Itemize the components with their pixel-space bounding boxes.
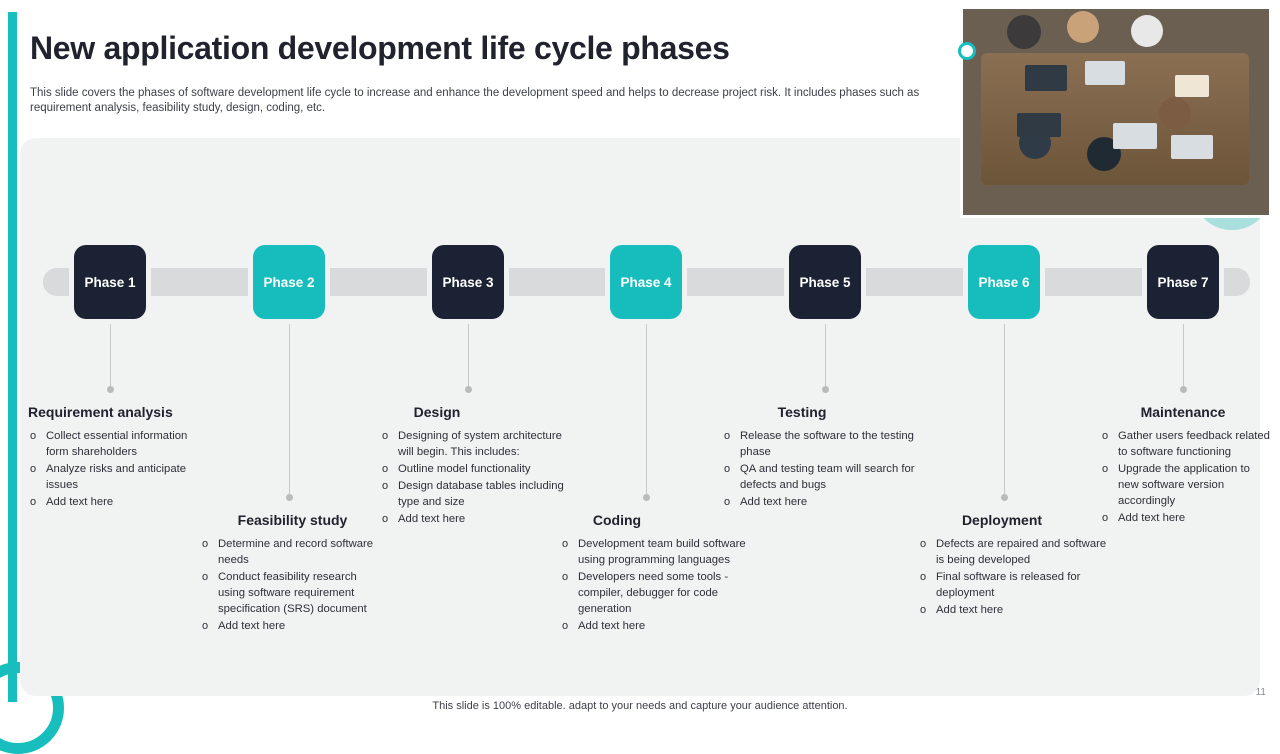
list-item: Add text here	[918, 602, 1108, 618]
phase-badge-5[interactable]: Phase 5	[789, 245, 861, 319]
block-deployment: Deployment Defects are repaired and soft…	[918, 512, 1108, 619]
block-feasibility-study: Feasibility study Determine and record s…	[200, 512, 385, 635]
phase-label-1: Phase 1	[84, 274, 136, 290]
phase-label-4: Phase 4	[620, 274, 672, 290]
phase-badge-7[interactable]: Phase 7	[1147, 245, 1219, 319]
block-testing: Testing Release the software to the test…	[722, 404, 928, 511]
list-item: Add text here	[380, 511, 566, 527]
connector-dot-2	[286, 494, 293, 501]
photo-laptop-1	[1025, 65, 1067, 91]
block-design: Design Designing of system architecture …	[380, 404, 566, 528]
left-accent-bar	[8, 12, 17, 702]
slide-root: New application development life cycle p…	[0, 0, 1280, 720]
page-title: New application development life cycle p…	[30, 30, 730, 66]
block-heading-5: Testing	[777, 404, 827, 420]
connector-dot-7	[1180, 386, 1187, 393]
connector-dot-4	[643, 494, 650, 501]
list-item: Final software is released for deploymen…	[918, 569, 1108, 601]
block-list-7: Gather users feedback related to softwar…	[1100, 428, 1270, 526]
list-item: QA and testing team will search for defe…	[722, 461, 928, 493]
phase-badge-1[interactable]: Phase 1	[74, 245, 146, 319]
block-maintenance: Maintenance Gather users feedback relate…	[1100, 404, 1270, 527]
phase-label-5: Phase 5	[799, 274, 851, 290]
list-item: Conduct feasibility research using softw…	[200, 569, 385, 617]
block-coding: Coding Development team build software u…	[560, 512, 746, 635]
connector-line-4	[646, 318, 647, 496]
photo-laptop-2	[1085, 61, 1125, 85]
block-heading-7: Maintenance	[1140, 404, 1226, 420]
photo-person-2	[1067, 11, 1099, 43]
block-heading-6: Deployment	[961, 512, 1043, 528]
footer-note: This slide is 100% editable. adapt to yo…	[432, 700, 848, 712]
connector-line-2	[289, 318, 290, 496]
photo-laptop-5	[1171, 135, 1213, 159]
block-heading-3: Design	[413, 404, 461, 420]
block-list-4: Development team build software using pr…	[560, 536, 746, 634]
photo-laptop-4	[1113, 123, 1157, 149]
list-item: Add text here	[560, 618, 746, 634]
block-heading-4: Coding	[592, 512, 642, 528]
block-list-1: Collect essential information form share…	[28, 428, 208, 510]
connector-line-3	[468, 318, 469, 388]
list-item: Outline model functionality	[380, 461, 566, 477]
list-item: Upgrade the application to new software …	[1100, 461, 1270, 509]
connector-dot-1	[107, 386, 114, 393]
phase-label-2: Phase 2	[263, 274, 315, 290]
block-list-5: Release the software to the testing phas…	[722, 428, 928, 510]
phase-badge-3[interactable]: Phase 3	[432, 245, 504, 319]
connector-line-1	[110, 318, 111, 388]
page-subtitle: This slide covers the phases of software…	[30, 87, 920, 114]
photo-laptop-3	[1017, 113, 1061, 137]
list-item: Development team build software using pr…	[560, 536, 746, 568]
connector-line-5	[825, 318, 826, 388]
phase-label-6: Phase 6	[978, 274, 1030, 290]
list-item: Add text here	[1100, 510, 1270, 526]
connector-dot-6	[1001, 494, 1008, 501]
phase-badge-6[interactable]: Phase 6	[968, 245, 1040, 319]
page-number: 11	[1255, 687, 1266, 698]
list-item: Collect essential information form share…	[28, 428, 208, 460]
block-requirement-analysis: Requirement analysis Collect essential i…	[28, 404, 208, 511]
block-list-2: Determine and record software needs Cond…	[200, 536, 385, 634]
list-item: Designing of system architecture will be…	[380, 428, 566, 460]
list-item: Add text here	[28, 494, 208, 510]
connector-line-6	[1004, 318, 1005, 496]
block-list-6: Defects are repaired and software is bei…	[918, 536, 1108, 618]
list-item: Add text here	[200, 618, 385, 634]
list-item: Gather users feedback related to softwar…	[1100, 428, 1270, 460]
block-list-3: Designing of system architecture will be…	[380, 428, 566, 527]
connector-dot-3	[465, 386, 472, 393]
photo-notebook	[1175, 75, 1209, 97]
phase-badge-4[interactable]: Phase 4	[610, 245, 682, 319]
list-item: Developers need some tools - compiler, d…	[560, 569, 746, 617]
phase-label-3: Phase 3	[442, 274, 494, 290]
block-heading-2: Feasibility study	[237, 512, 348, 528]
phase-label-7: Phase 7	[1157, 274, 1209, 290]
connector-dot-5	[822, 386, 829, 393]
decorative-ring-small	[958, 42, 976, 60]
photo-person-6	[1159, 97, 1191, 129]
photo-person-3	[1131, 15, 1163, 47]
list-item: Add text here	[722, 494, 928, 510]
phase-badge-2[interactable]: Phase 2	[253, 245, 325, 319]
list-item: Design database tables including type an…	[380, 478, 566, 510]
photo-person-1	[1007, 15, 1041, 49]
block-heading-1: Requirement analysis	[28, 404, 173, 420]
list-item: Release the software to the testing phas…	[722, 428, 928, 460]
team-photo-scene	[963, 9, 1269, 215]
team-photo	[960, 6, 1272, 218]
connector-line-7	[1183, 318, 1184, 388]
list-item: Defects are repaired and software is bei…	[918, 536, 1108, 568]
list-item: Analyze risks and anticipate issues	[28, 461, 208, 493]
list-item: Determine and record software needs	[200, 536, 385, 568]
